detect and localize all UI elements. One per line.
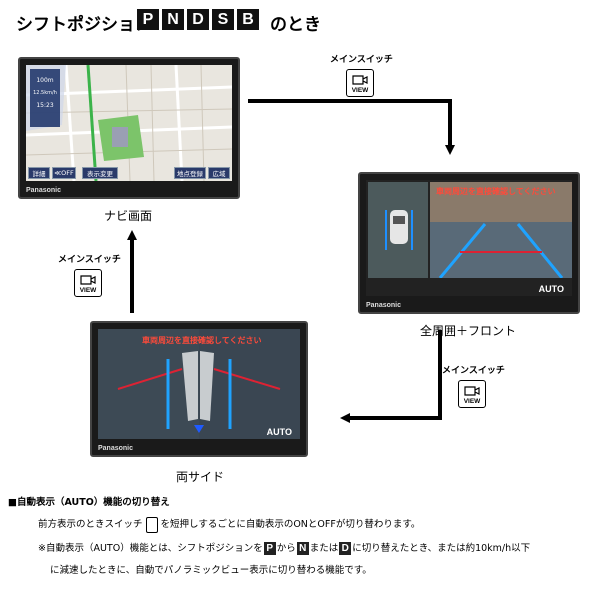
navi-info-speed: 12.5km/h [33, 90, 57, 96]
navi-info-distance: 100m [36, 77, 54, 84]
navi-screen: 100m 12.5km/h 15:23 詳細 ≪OFF 表示変更 地点登録 広域… [18, 57, 240, 199]
gear-n-badge: N [296, 542, 309, 555]
navi-off-button[interactable]: ≪OFF [52, 167, 76, 179]
title-suffix: のとき [270, 15, 321, 35]
gear-d: D [187, 9, 209, 30]
switch-indicator-1: メインスイッチ VIEW [330, 52, 393, 97]
front-brand: Panasonic [366, 302, 402, 309]
navi-info-time: 15:23 [36, 102, 54, 109]
navi-detail-button[interactable]: 詳細 [28, 167, 50, 179]
title-prefix: シフトポジション [16, 15, 152, 35]
navi-register-button[interactable]: 地点登録 [174, 167, 206, 179]
gear-n: N [162, 9, 184, 30]
navi-wide-button[interactable]: 広域 [208, 167, 230, 179]
front-auto-label[interactable]: AUTO [538, 284, 564, 294]
navi-caption: ナビ画面 [103, 209, 152, 223]
notes-line1: 前方表示のときスイッチを短押しするごとに自動表示のONとOFFが切り替わります。 [38, 516, 420, 533]
car-top-graphic [368, 182, 428, 278]
top-view-pane [368, 182, 428, 278]
camera-icon [80, 275, 96, 285]
notes-heading: ■自動表示（AUTO）機能の切り替え [8, 497, 170, 508]
front-warning: 車両周辺を直接確認してください [436, 187, 556, 196]
navi-brand: Panasonic [26, 187, 62, 194]
switch-indicator-3: メインスイッチ VIEW [58, 252, 121, 297]
view-switch-button[interactable]: VIEW [458, 380, 486, 408]
gear-list: P N D S B [137, 9, 259, 30]
front-view: 車両周辺を直接確認してください AUTO [366, 180, 572, 296]
switch-icon [145, 516, 158, 533]
front-camera-pane [430, 182, 572, 279]
navi-info-panel: 100m 12.5km/h 15:23 [30, 69, 60, 127]
front-caption: 全周囲＋フロント [419, 324, 516, 338]
arrow-front-to-side [340, 330, 442, 423]
side-view: 車両周辺を直接確認してください AUTO [98, 329, 300, 439]
gear-p-badge: P [263, 542, 276, 555]
camera-icon [464, 386, 480, 396]
switch-indicator-2: メインスイッチ VIEW [442, 363, 505, 408]
arrow-navi-to-front [248, 99, 455, 155]
front-screen: 車両周辺を直接確認してください AUTO Panasonic [358, 172, 580, 314]
navi-map: 100m 12.5km/h 15:23 詳細 ≪OFF 表示変更 地点登録 広域 [26, 65, 232, 181]
view-switch-button[interactable]: VIEW [346, 69, 374, 97]
view-switch-button[interactable]: VIEW [74, 269, 102, 297]
side-screen: 車両周辺を直接確認してください AUTO Panasonic [90, 321, 308, 457]
gear-s: S [212, 9, 234, 30]
gear-b: B [237, 9, 259, 30]
side-auto-label[interactable]: AUTO [266, 427, 292, 437]
notes-line3: に減速したときに、自動でパノラミックビュー表示に切り替わる機能です。 [50, 565, 372, 576]
side-warning: 車両周辺を直接確認してください [142, 336, 262, 345]
switch-label: メインスイッチ [330, 55, 393, 65]
gear-d-badge: D [339, 542, 352, 555]
side-caption: 両サイド [175, 470, 224, 484]
side-brand: Panasonic [98, 445, 134, 452]
gear-p: P [137, 9, 159, 30]
front-camera-graphic [430, 182, 572, 279]
switch-label: メインスイッチ [58, 255, 121, 265]
side-camera-graphic [98, 329, 300, 439]
navi-display-change-button[interactable]: 表示変更 [82, 167, 118, 179]
switch-label: メインスイッチ [442, 366, 505, 376]
camera-icon [352, 75, 368, 85]
